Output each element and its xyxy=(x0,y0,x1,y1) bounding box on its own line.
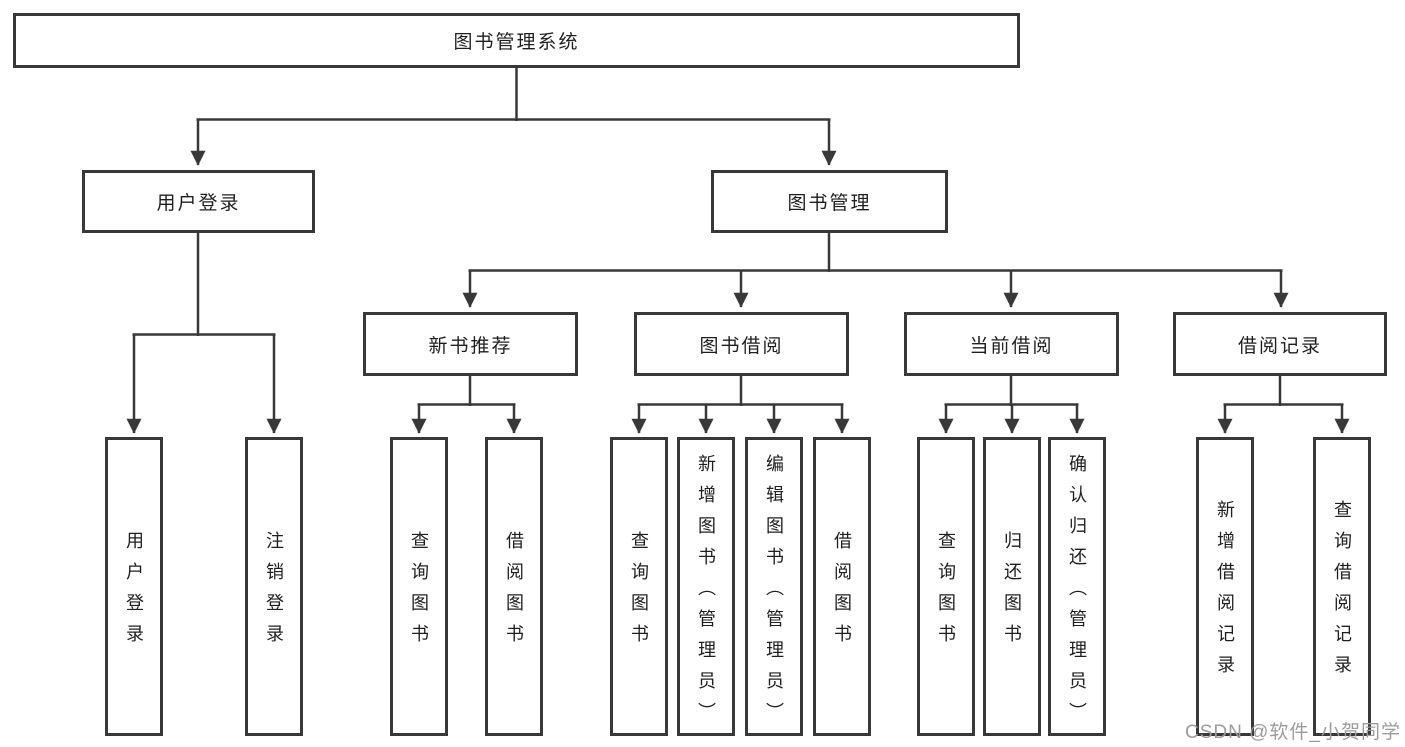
leaf-label: 新增图书（管理员） xyxy=(696,453,716,733)
leaf-label: 归还图书 xyxy=(1002,531,1022,655)
leaf-query-books-current: 查询图书 xyxy=(917,437,975,736)
leaf-edit-book-admin: 编辑图书（管理员） xyxy=(745,437,803,736)
leaf-logout: 注销登录 xyxy=(245,437,303,736)
leaf-label: 查询图书 xyxy=(936,531,956,655)
leaf-label: 新增借阅记录 xyxy=(1215,500,1235,686)
leaf-add-borrow-record: 新增借阅记录 xyxy=(1196,437,1254,736)
leaf-label: 注销登录 xyxy=(264,531,284,655)
leaf-query-books-recommend: 查询图书 xyxy=(390,437,448,736)
leaf-label: 确认归还（管理员） xyxy=(1067,453,1087,733)
leaf-label: 借阅图书 xyxy=(504,531,524,655)
leaf-label: 编辑图书（管理员） xyxy=(764,453,784,733)
csdn-watermark: CSDN @软件_小贺同学 xyxy=(1185,722,1401,743)
leaf-label: 借阅图书 xyxy=(832,531,852,655)
leaf-query-borrow-record: 查询借阅记录 xyxy=(1313,437,1371,736)
leaf-borrow-books-borrowing: 借阅图书 xyxy=(813,437,871,736)
node-new-book-recommendation: 新书推荐 xyxy=(363,312,578,376)
node-book-borrowing: 图书借阅 xyxy=(634,312,849,376)
leaf-query-books-borrowing: 查询图书 xyxy=(610,437,668,736)
leaf-add-book-admin: 新增图书（管理员） xyxy=(677,437,735,736)
node-library-management-system: 图书管理系统 xyxy=(13,13,1020,68)
leaf-user-login: 用户登录 xyxy=(105,437,163,736)
leaf-label: 查询图书 xyxy=(409,531,429,655)
node-borrowing-records: 借阅记录 xyxy=(1173,312,1387,376)
node-current-borrowing: 当前借阅 xyxy=(904,312,1119,376)
leaf-borrow-books-recommend: 借阅图书 xyxy=(485,437,543,736)
node-user-login: 用户登录 xyxy=(82,170,315,233)
node-book-management: 图书管理 xyxy=(711,170,948,233)
leaf-label: 查询借阅记录 xyxy=(1332,500,1352,686)
leaf-return-book: 归还图书 xyxy=(983,437,1041,736)
leaf-confirm-return-admin: 确认归还（管理员） xyxy=(1048,437,1106,736)
leaf-label: 查询图书 xyxy=(629,531,649,655)
leaf-label: 用户登录 xyxy=(124,531,144,655)
